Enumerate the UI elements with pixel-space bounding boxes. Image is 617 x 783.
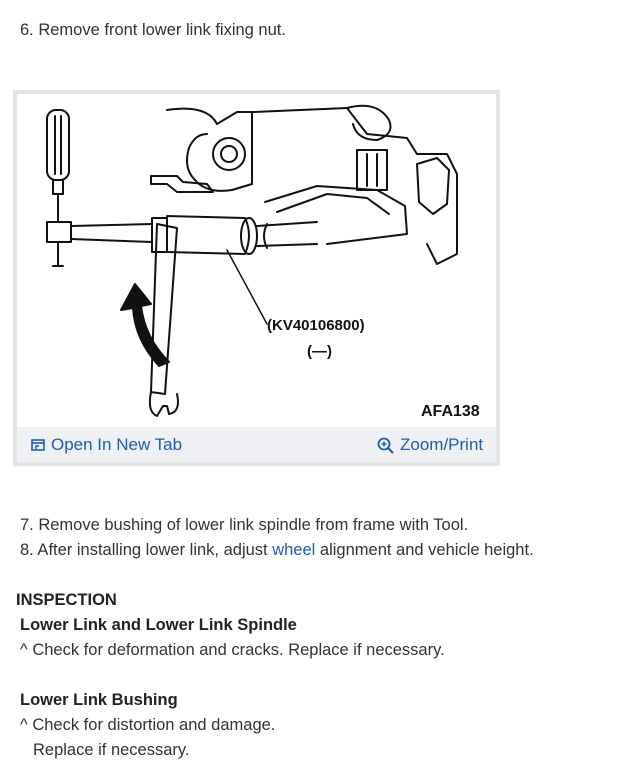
step-7: 7. Remove bushing of lower link spindle … — [20, 516, 469, 534]
tool-sleeve — [166, 215, 250, 255]
lower-link-bushing-replace: Replace if necessary. — [33, 741, 190, 759]
step-8-text-end: alignment and vehicle height. — [315, 541, 534, 559]
tee-handle — [46, 221, 72, 243]
zoom-print-link[interactable]: Zoom/Print — [377, 435, 483, 455]
wrench — [150, 223, 178, 395]
wheel-link[interactable]: wheel — [272, 541, 316, 559]
lower-link-bushing-check: ^ Check for distortion and damage. — [20, 716, 276, 734]
open-in-new-tab-link[interactable]: Open In New Tab — [31, 435, 182, 455]
open-tab-icon — [31, 439, 45, 451]
rotate-arrow — [120, 283, 170, 367]
screwdriver-handle — [46, 109, 70, 181]
lower-link-spindle-title: Lower Link and Lower Link Spindle — [20, 616, 297, 634]
figure-image: (KV40106800) (—) AFA138 — [17, 94, 496, 462]
figure-id-label: AFA138 — [421, 403, 480, 420]
step-8: 8. After installing lower link, adjust w… — [20, 540, 534, 560]
zoom-icon — [377, 437, 394, 454]
step-6: 6. Remove front lower link fixing nut. — [20, 21, 286, 39]
lower-link-bushing-title: Lower Link Bushing — [20, 691, 178, 709]
open-tab-label: Open In New Tab — [51, 435, 183, 454]
tool-sub-label: (—) — [307, 343, 332, 360]
zoom-print-label: Zoom/Print — [400, 435, 484, 454]
lower-link-spindle-check: ^ Check for deformation and cracks. Repl… — [20, 641, 445, 659]
technical-illustration: (KV40106800) (—) AFA138 — [46, 104, 480, 420]
tool-number-label: (KV40106800) — [267, 317, 365, 334]
figure-container: (KV40106800) (—) AFA138 Open In New Tab … — [13, 90, 500, 466]
figure-action-bar: Open In New Tab Zoom/Print — [17, 427, 496, 462]
step-8-text-start: 8. After installing lower link, adjust — [20, 541, 273, 559]
inspection-heading: INSPECTION — [16, 591, 117, 609]
